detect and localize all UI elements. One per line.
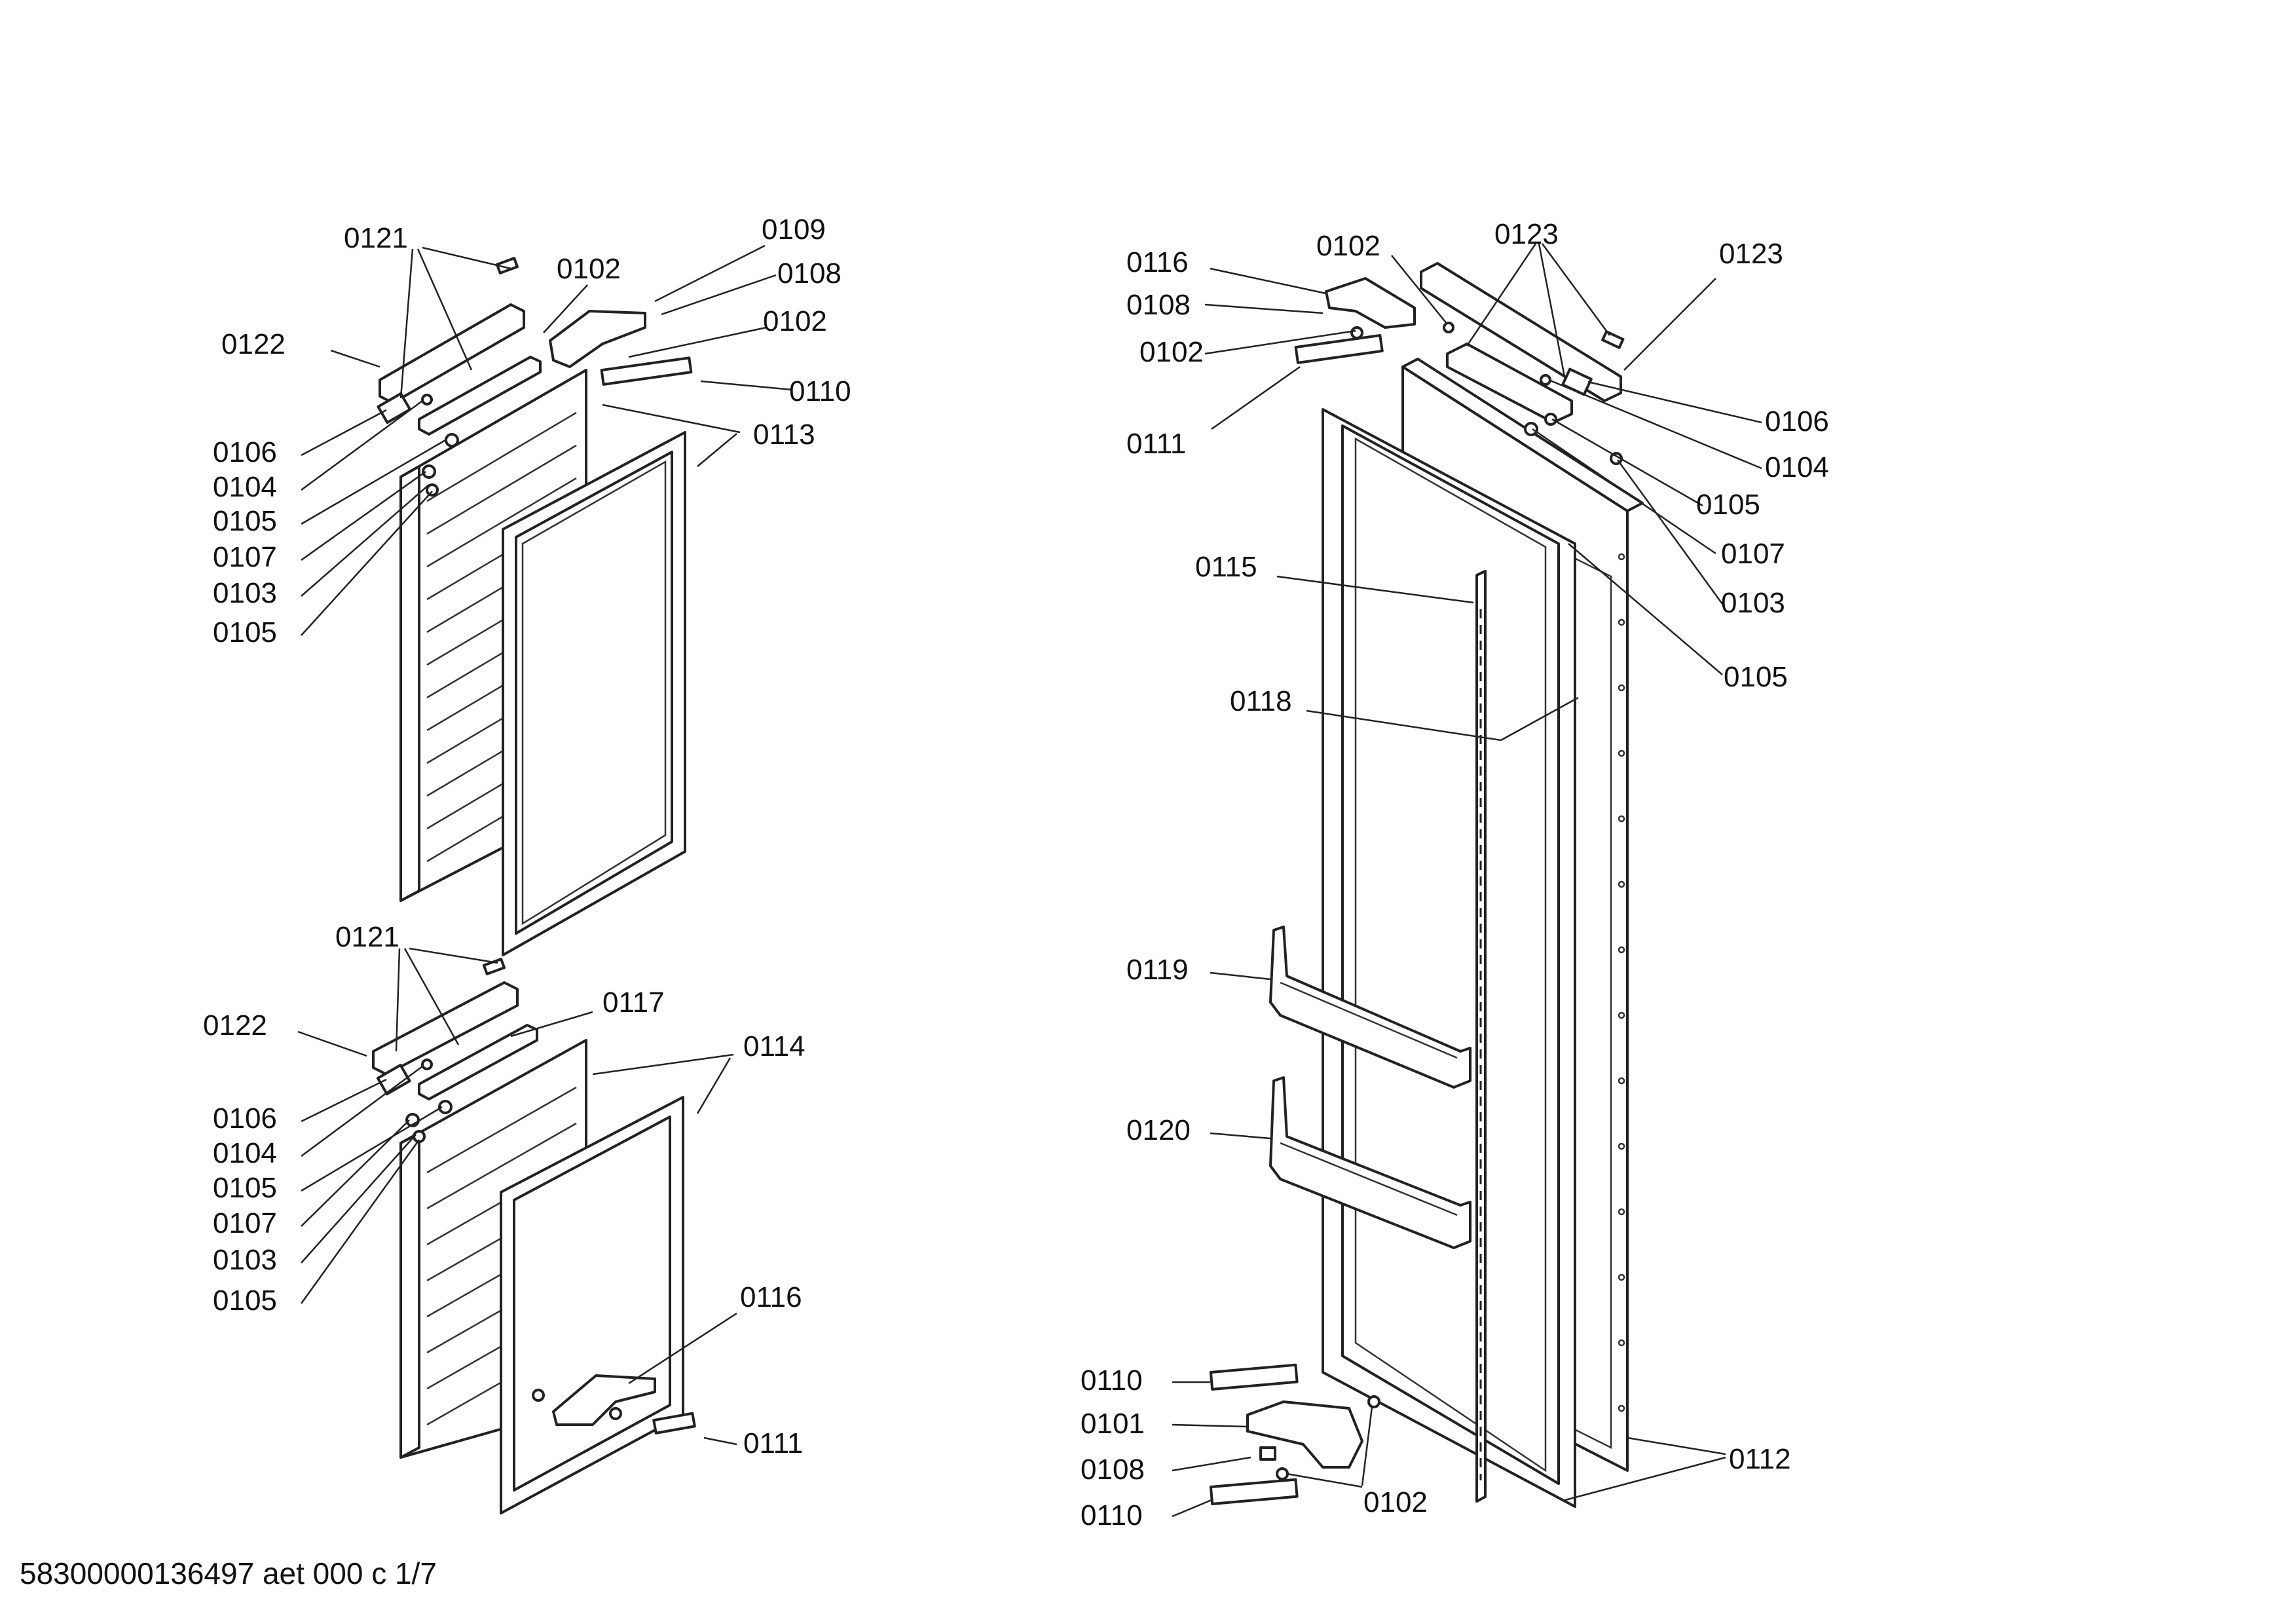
label-0105-right-b: 0105	[1724, 661, 1788, 693]
label-0102-right-top: 0102	[1316, 230, 1380, 262]
label-0105-lower: 0105	[213, 1172, 277, 1204]
label-0122-upper: 0122	[221, 328, 286, 360]
label-0119: 0119	[1126, 954, 1189, 986]
label-0104-right: 0104	[1765, 451, 1829, 483]
label-0113: 0113	[753, 419, 815, 451]
label-0123-b: 0123	[1719, 238, 1783, 270]
label-0103-upper: 0103	[213, 577, 277, 609]
label-0121-upper: 0121	[344, 222, 408, 254]
label-0103-right: 0103	[1721, 587, 1785, 619]
label-0121-lower: 0121	[335, 921, 399, 953]
label-0116-left: 0116	[740, 1281, 802, 1313]
document-code: 58300000136497 aet 000 c 1/7	[20, 1556, 437, 1590]
label-0107-right: 0107	[1721, 538, 1785, 570]
label-0116-right: 0116	[1126, 246, 1189, 278]
label-0108-right-bottom: 0108	[1081, 1454, 1145, 1486]
label-0105-upper-b: 0105	[213, 616, 277, 648]
label-0106-upper: 0106	[213, 436, 277, 468]
label-0109: 0109	[762, 214, 826, 246]
label-0111-right: 0111	[1126, 428, 1186, 460]
label-0115: 0115	[1195, 551, 1257, 583]
lower-hinge	[532, 1374, 696, 1435]
lower-top-trim	[372, 958, 538, 1143]
label-0122-lower: 0122	[203, 1009, 267, 1042]
label-0104-upper: 0104	[213, 471, 277, 503]
door-shelf-lower	[1269, 1076, 1472, 1249]
label-0105-lower-b: 0105	[213, 1285, 277, 1317]
label-0117: 0117	[602, 986, 665, 1019]
label-0110-right-bottom: 0110	[1081, 1499, 1143, 1531]
label-0105-right: 0105	[1696, 489, 1760, 521]
label-0111-left: 0111	[743, 1427, 803, 1459]
label-0112: 0112	[1729, 1443, 1791, 1475]
label-0103-lower: 0103	[213, 1244, 277, 1276]
label-0101: 0101	[1081, 1408, 1145, 1440]
right-bottom-hinge	[1209, 1363, 1380, 1505]
upper-top-trim	[377, 257, 693, 497]
fridge-door-gasket	[1322, 408, 1576, 1508]
right-top-hardware	[1294, 262, 1625, 465]
label-0110-upper: 0110	[789, 375, 851, 407]
label-0123-a: 0123	[1494, 218, 1559, 250]
part-labels: 0121 0102 0109 0108 0122 0102 0110 0113 …	[203, 214, 1829, 1531]
door-shelf-upper	[1269, 926, 1472, 1089]
label-0108-upper: 0108	[777, 257, 842, 290]
label-0102-upper: 0102	[557, 253, 621, 285]
label-0118: 0118	[1230, 685, 1292, 717]
leader-lines	[297, 243, 1762, 1518]
label-0108-right: 0108	[1126, 289, 1191, 321]
label-0120: 0120	[1126, 1114, 1191, 1146]
label-0102-upper-b: 0102	[763, 305, 827, 337]
label-0110-right-top: 0110	[1081, 1364, 1143, 1397]
fridge-door-rail	[1475, 570, 1487, 1503]
label-0104-lower: 0104	[213, 1137, 277, 1169]
label-0114: 0114	[743, 1030, 805, 1062]
label-0107-upper: 0107	[213, 541, 277, 573]
label-0102-right-bottom: 0102	[1363, 1486, 1428, 1518]
label-0106-lower: 0106	[213, 1102, 277, 1135]
upper-door-gasket	[502, 431, 686, 956]
label-0107-lower: 0107	[213, 1207, 277, 1239]
label-0105-upper: 0105	[213, 505, 277, 537]
label-0102-right-b: 0102	[1139, 336, 1204, 368]
label-0106-right: 0106	[1765, 405, 1829, 438]
